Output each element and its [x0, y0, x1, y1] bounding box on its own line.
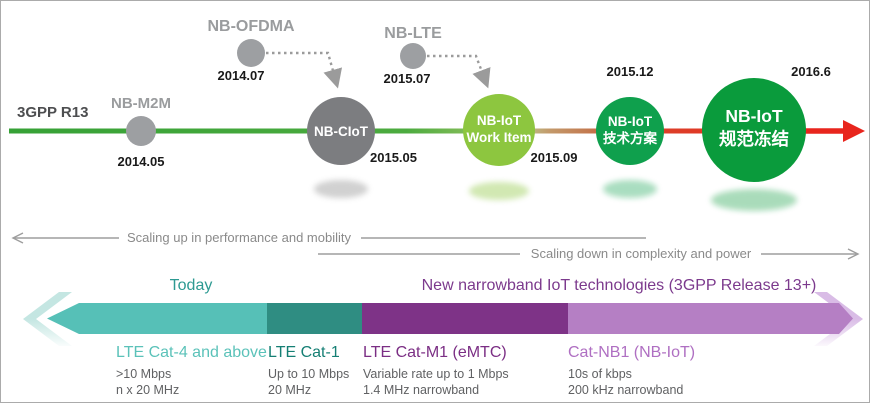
segment-rate-lte-catm1: Variable rate up to 1 Mbps: [363, 367, 509, 381]
scaling-up-arrow-head: [11, 232, 24, 244]
connector-lte-to-workitem: [427, 54, 491, 89]
segment-name-cat-nb1: Cat-NB1 (NB-IoT): [568, 344, 696, 361]
date-spec-freeze: 2016.6: [791, 64, 831, 79]
left-chevron: [23, 292, 72, 346]
segment-lte-cat1: [267, 303, 362, 334]
date-nb-ciot: 2015.05: [370, 150, 417, 165]
node-nb-lte: [400, 43, 426, 69]
segment-bandwidth-lte-cat4: n x 20 MHz: [116, 382, 180, 397]
segment-rate-lte-cat4: >10 Mbps: [116, 367, 172, 381]
segment-info-lte-catm1: LTE Cat-M1 (eMTC) Variable rate up to 1 …: [363, 344, 509, 398]
new-tech-label: New narrowband IoT technologies (3GPP Re…: [421, 277, 817, 294]
scaling-up-label: Scaling up in performance and mobility: [126, 230, 351, 245]
circle-label-freeze-line2: 规范冻结: [719, 129, 789, 149]
segment-name-lte-cat4: LTE Cat-4 and above: [116, 344, 267, 361]
reflection-freeze: [711, 189, 797, 211]
segment-lte-cat4: [47, 303, 267, 334]
scaling-arrows-graphic: [11, 232, 860, 260]
circle-label-spec-freeze: NB-IoT 规范冻结: [701, 105, 807, 151]
timeline-graphic: [9, 39, 865, 211]
segment-bandwidth-cat-nb1: 200 kHz narrowband: [568, 382, 684, 397]
date-nb-lte: 2015.07: [383, 71, 431, 86]
segment-name-lte-catm1: LTE Cat-M1 (eMTC): [363, 344, 507, 361]
right-chevron: [814, 292, 863, 346]
reflection-nb-ciot: [314, 180, 368, 198]
date-tech-solution: 2015.12: [606, 64, 654, 79]
node-nb-ciot: [307, 97, 375, 165]
circle-label-tech-solution: NB-IoT 技术方案: [587, 113, 673, 147]
node-nb-iot-spec-freeze: [702, 78, 806, 182]
reflection-tech: [603, 180, 657, 198]
date-nb-m2m: 2014.05: [117, 154, 165, 169]
circle-label-nb-ciot: NB-CIoT: [314, 124, 368, 139]
segment-bandwidth-lte-cat1: 20 MHz: [268, 382, 312, 397]
segment-bandwidth-lte-catm1: 1.4 MHz narrowband: [363, 382, 480, 397]
comparison-bar-graphic: [23, 292, 863, 346]
segment-cat-nb1: [568, 303, 853, 334]
node-nb-m2m: [126, 116, 156, 146]
circle-label-tech-line1: NB-IoT: [607, 114, 653, 129]
segment-lte-catm1: [362, 303, 568, 334]
release-label: 3GPP R13: [17, 104, 89, 121]
segment-info-lte-cat1: LTE Cat-1 Up to 10 Mbps 20 MHz: [268, 344, 349, 398]
node-label-nb-ofdma: NB-OFDMA: [207, 18, 295, 35]
circle-label-freeze-line1: NB-IoT: [725, 106, 783, 126]
circle-label-tech-line2: 技术方案: [603, 131, 657, 146]
today-label: Today: [169, 277, 213, 294]
scaling-down-arrow-head: [847, 248, 860, 260]
date-nb-ofdma: 2014.07: [217, 68, 265, 83]
circle-label-work-item-line2: Work Item: [466, 130, 532, 145]
connector-ofdma-to-ciot: [266, 51, 343, 89]
node-nb-iot-work-item: [463, 94, 535, 166]
circle-label-work-item-line1: NB-IoT: [476, 113, 522, 128]
node-nb-ofdma: [237, 39, 265, 67]
date-work-item: 2015.09: [530, 150, 578, 165]
segment-rate-lte-cat1: Up to 10 Mbps: [268, 367, 350, 381]
segment-info-cat-nb1: Cat-NB1 (NB-IoT) 10s of kbps 200 kHz nar…: [568, 344, 695, 398]
circle-label-work-item: NB-IoT Work Item: [456, 112, 542, 146]
node-label-nb-m2m: NB-M2M: [111, 95, 171, 112]
segment-info-lte-cat4: LTE Cat-4 and above >10 Mbps n x 20 MHz: [116, 344, 267, 398]
segment-rate-cat-nb1: 10s of kbps: [568, 367, 632, 381]
scaling-down-label: Scaling down in complexity and power: [530, 246, 752, 261]
segment-name-lte-cat1: LTE Cat-1: [268, 344, 340, 361]
node-label-nb-lte: NB-LTE: [384, 25, 442, 42]
reflection-work-item: [469, 182, 529, 200]
node-nb-iot-tech-solution: [596, 97, 664, 165]
timeline-arrow-head: [843, 120, 865, 142]
